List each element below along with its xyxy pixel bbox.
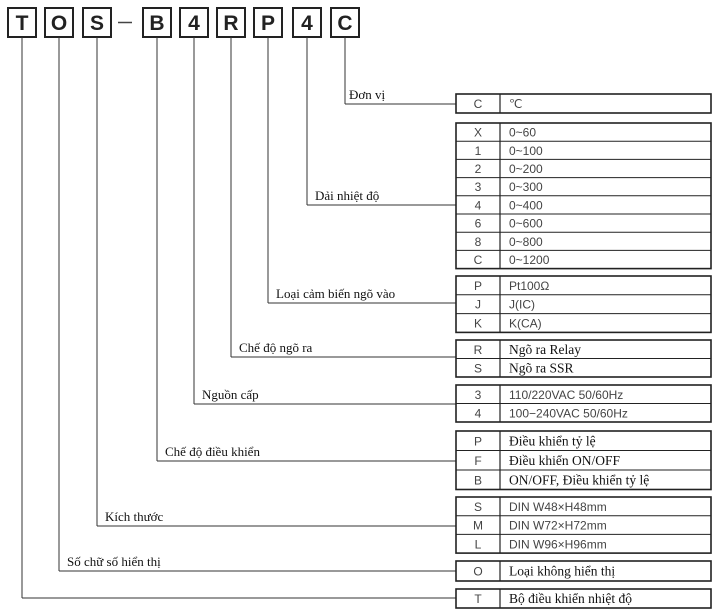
- group-label: Nguồn cấp: [202, 387, 259, 402]
- option-description: 0~60: [509, 126, 536, 140]
- option-code: 2: [475, 162, 482, 176]
- option-code: X: [474, 126, 482, 140]
- option-description: 0~800: [509, 235, 543, 249]
- option-table: [455, 93, 712, 114]
- code-box: [179, 7, 209, 38]
- option-code: L: [475, 537, 482, 551]
- option-code: C: [474, 253, 483, 267]
- option-description: Ngõ ra SSR: [509, 360, 574, 375]
- option-code: 3: [475, 388, 482, 402]
- option-code: F: [474, 454, 481, 468]
- code-box: [330, 7, 360, 38]
- option-code: O: [473, 565, 482, 579]
- group-label: Chế độ ngõ ra: [239, 340, 313, 355]
- option-code: 6: [475, 217, 482, 231]
- option-description: Ngõ ra Relay: [509, 342, 581, 357]
- option-description: Điều khiển tỷ lệ: [509, 433, 596, 448]
- group-label: Loại cảm biến ngõ vào: [276, 286, 395, 301]
- option-description: 0~200: [509, 162, 543, 176]
- option-description: 0~100: [509, 144, 543, 158]
- code-letter: S: [90, 12, 104, 35]
- group-label: Kích thước: [105, 509, 164, 524]
- option-code: C: [474, 97, 483, 111]
- option-description: 110/220VAC 50/60Hz: [509, 388, 623, 402]
- option-code: J: [475, 298, 481, 312]
- group-label: Đơn vị: [349, 87, 386, 102]
- option-description: 100−240VAC 50/60Hz: [509, 406, 628, 420]
- code-box: [292, 7, 322, 38]
- option-code: 3: [475, 180, 482, 194]
- option-code: P: [474, 434, 482, 448]
- code-letter: O: [51, 12, 67, 35]
- code-letter: P: [261, 12, 275, 35]
- group-label: Chế độ điều khiển: [165, 444, 260, 459]
- option-code: 4: [475, 198, 482, 212]
- option-description: ℃: [509, 97, 522, 111]
- group-label: Số chữ số hiển thị: [67, 554, 161, 569]
- option-description: DIN W96×H96mm: [509, 537, 607, 551]
- option-description: K(CA): [509, 317, 542, 331]
- code-letter: R: [223, 12, 238, 35]
- option-description: Pt100Ω: [509, 279, 549, 293]
- option-code: T: [474, 592, 482, 606]
- option-description: 0~600: [509, 217, 543, 231]
- code-letter: 4: [301, 12, 313, 35]
- option-description: J(IC): [509, 298, 535, 312]
- option-description: 0~1200: [509, 253, 550, 267]
- option-code: S: [474, 361, 482, 375]
- option-code: S: [474, 500, 482, 514]
- option-code: B: [474, 473, 482, 487]
- option-code: P: [474, 279, 482, 293]
- code-letter: B: [149, 12, 164, 35]
- code-box: [253, 7, 283, 38]
- option-code: 4: [475, 406, 482, 420]
- option-description: DIN W72×H72mm: [509, 519, 607, 533]
- code-box: [216, 7, 246, 38]
- option-description: 0~300: [509, 180, 543, 194]
- code-letter: C: [337, 12, 352, 35]
- code-letter: 4: [188, 12, 200, 35]
- option-code: R: [474, 343, 483, 357]
- code-letter: T: [16, 12, 29, 35]
- option-description: Điều khiển ON/OFF: [509, 453, 620, 468]
- option-code: 1: [475, 144, 482, 158]
- option-code: K: [474, 317, 482, 331]
- option-description: DIN W48×H48mm: [509, 500, 607, 514]
- option-table: [455, 560, 712, 582]
- option-table: [455, 496, 712, 554]
- option-description: 0~400: [509, 198, 543, 212]
- option-code: 8: [475, 235, 482, 249]
- option-description: ON/OFF, Điều khiển tỷ lệ: [509, 472, 649, 487]
- option-table: [455, 430, 712, 491]
- option-description: Loại không hiển thị: [509, 564, 615, 579]
- option-code: M: [473, 519, 483, 533]
- option-table: [455, 275, 712, 334]
- option-description: Bộ điều khiển nhiệt độ: [509, 591, 632, 606]
- group-label: Dải nhiệt độ: [315, 188, 379, 203]
- option-table: [455, 588, 712, 609]
